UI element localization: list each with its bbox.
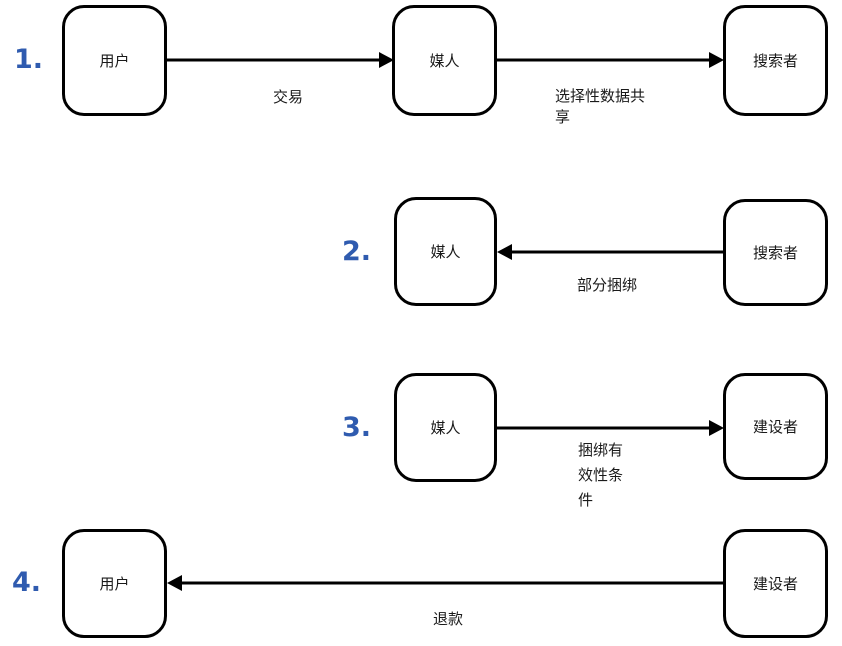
edge-label-step1-selective-data-sharing: 选择性数据共 享 — [555, 86, 690, 128]
arrow-step4-builder-to-user — [167, 575, 723, 591]
node-label: 用户 — [99, 574, 130, 593]
step-number-1: 1. — [14, 44, 44, 75]
node-step1-broker[interactable]: 媒人 — [392, 5, 497, 116]
node-step1-searcher[interactable]: 搜索者 — [723, 5, 828, 116]
edge-label-line: 享 — [555, 108, 571, 126]
step-number-4: 4. — [12, 567, 42, 598]
node-step2-broker[interactable]: 媒人 — [394, 197, 497, 306]
node-step1-user[interactable]: 用户 — [62, 5, 167, 116]
edge-label-line: 件 — [578, 491, 594, 509]
arrow-step3-broker-to-builder — [496, 420, 724, 436]
arrow-step1-user-to-broker — [167, 52, 394, 68]
edge-label-step3-bundle-validity-conditions: 捆绑有 效性条 件 — [578, 438, 668, 513]
node-label: 建设者 — [752, 574, 798, 593]
node-step3-builder[interactable]: 建设者 — [723, 373, 828, 480]
node-step4-builder[interactable]: 建设者 — [723, 529, 828, 638]
node-label: 媒人 — [430, 418, 461, 437]
node-label: 搜索者 — [752, 51, 798, 70]
node-step4-user[interactable]: 用户 — [62, 529, 167, 638]
edge-label-line: 效性条 — [578, 466, 624, 484]
step-number-2: 2. — [342, 236, 372, 267]
node-label: 用户 — [99, 51, 130, 70]
edge-label-line: 选择性数据共 — [555, 87, 646, 105]
arrow-step1-broker-to-searcher — [496, 52, 724, 68]
node-label: 媒人 — [430, 242, 461, 261]
edge-label-step1-transaction: 交易 — [272, 88, 303, 106]
edge-label-line: 捆绑有 — [578, 441, 624, 459]
node-label: 搜索者 — [752, 243, 798, 262]
node-step2-searcher[interactable]: 搜索者 — [723, 199, 828, 306]
edge-label-step2-partial-bundle: 部分捆绑 — [576, 276, 637, 294]
arrow-step2-searcher-to-broker — [497, 244, 723, 260]
node-label: 媒人 — [429, 51, 460, 70]
node-label: 建设者 — [752, 417, 798, 436]
node-step3-broker[interactable]: 媒人 — [394, 373, 497, 482]
edge-label-step4-refund: 退款 — [432, 610, 463, 628]
step-number-3: 3. — [342, 412, 372, 443]
